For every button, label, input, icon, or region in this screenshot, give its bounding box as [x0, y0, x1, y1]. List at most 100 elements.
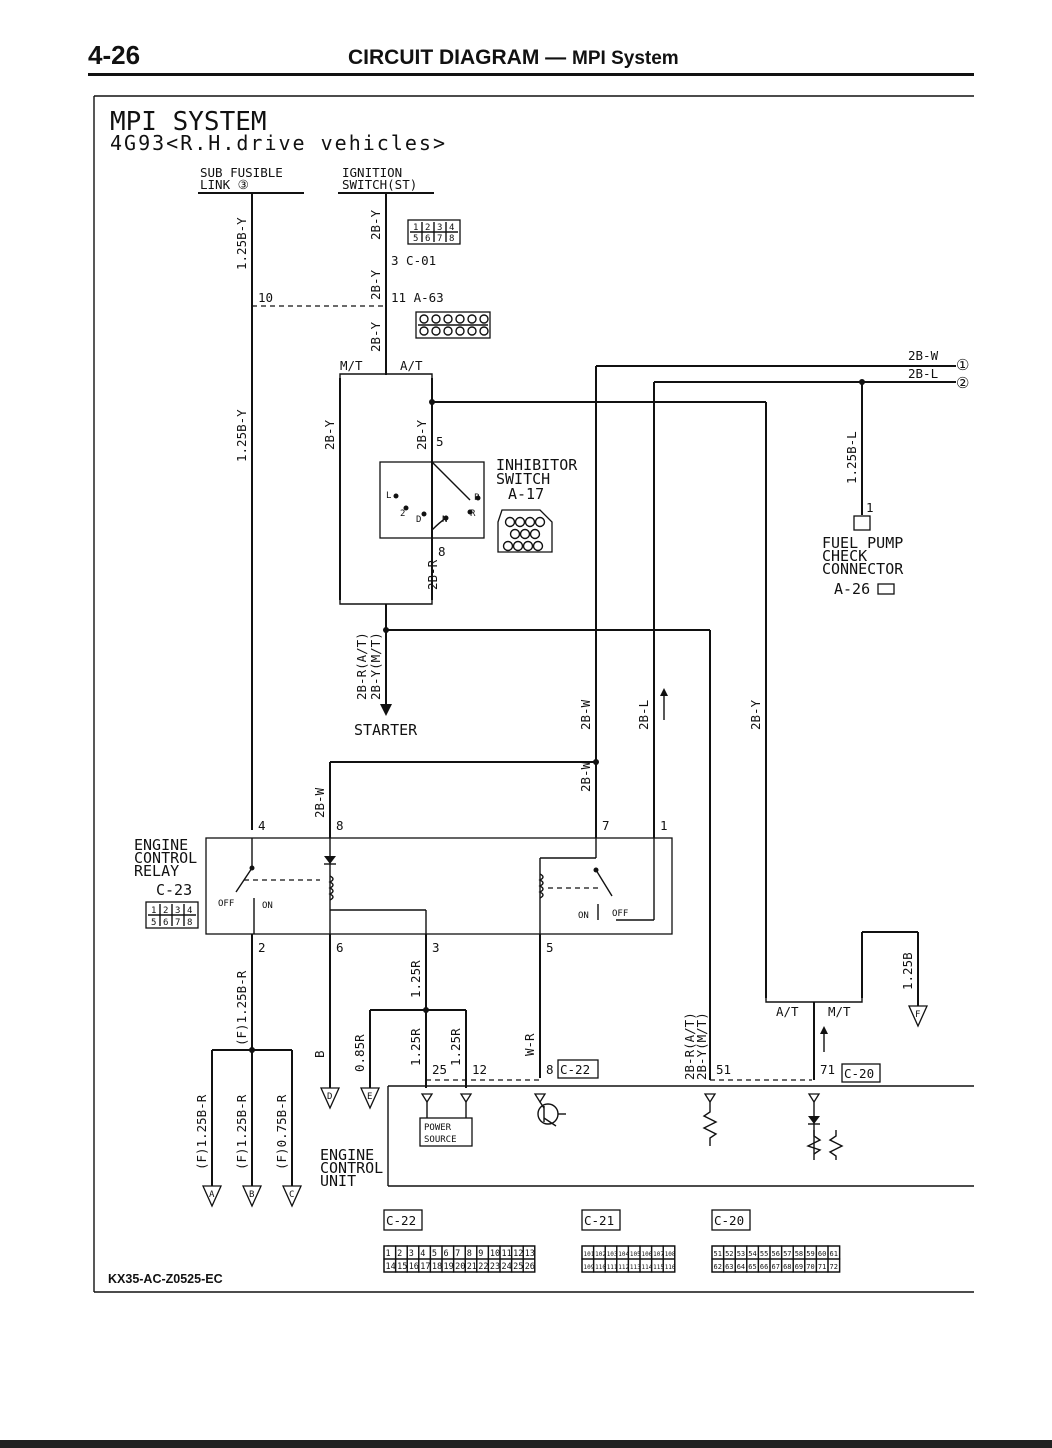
- pin-number: 5: [432, 1249, 437, 1259]
- svg-text:OFF: OFF: [612, 909, 628, 919]
- pin-number: 108: [665, 1251, 676, 1258]
- mt-at-bracket: [339, 373, 433, 378]
- pin-number: 69: [795, 1263, 803, 1271]
- pin-number: 25: [513, 1262, 523, 1272]
- marker-2: ②: [956, 374, 969, 392]
- pin-number: 10: [490, 1249, 500, 1259]
- ecu-label-1: ENGINE: [320, 1146, 374, 1164]
- ecu-pin-12: 12: [472, 1062, 487, 1077]
- svg-text:SOURCE: SOURCE: [424, 1135, 457, 1145]
- pin-number: 19: [444, 1262, 454, 1272]
- ground-d-icon: D: [319, 1087, 341, 1110]
- svg-text:1: 1: [151, 906, 156, 916]
- svg-text:1: 1: [660, 818, 668, 833]
- pin-cell: [662, 1258, 676, 1273]
- wire-label-125by-a: 1.25B-Y: [234, 217, 249, 270]
- fuel-pump-connector-icon: [853, 515, 871, 531]
- heading-subtitle: MPI System: [572, 48, 679, 69]
- pin-number: 7: [455, 1249, 460, 1259]
- ecr-label-2: CONTROL: [134, 849, 197, 867]
- ground-a-icon: A: [201, 1185, 223, 1208]
- wire-label-2br-inh: 2B-R: [425, 559, 440, 590]
- connector-a17-icon: [497, 509, 553, 553]
- wire-label-2by-at: 2B-Y: [414, 419, 429, 450]
- pin-number: 116: [665, 1264, 676, 1271]
- pin-number: 106: [642, 1251, 653, 1258]
- svg-text:6: 6: [425, 234, 430, 244]
- svg-text:6: 6: [163, 918, 168, 928]
- svg-text:F: F: [915, 1010, 920, 1020]
- svg-text:C: C: [289, 1190, 294, 1200]
- pin-number: 8: [467, 1249, 472, 1259]
- svg-text:4: 4: [449, 223, 454, 233]
- wire-label-125r-b: 1.25R: [448, 1028, 463, 1066]
- ecu-conn-c20-tag: C-20: [841, 1063, 881, 1083]
- pin-number: 66: [760, 1263, 768, 1271]
- pin-number: 22: [478, 1262, 488, 1272]
- pin-cell: [522, 1258, 536, 1273]
- svg-text:C-22: C-22: [386, 1213, 416, 1228]
- wire-label-ecu51-2: 2B-Y(M/T): [694, 1012, 709, 1080]
- diagram-code: KX35-AC-Z0525-EC: [108, 1272, 223, 1286]
- pin-number: 65: [748, 1263, 756, 1271]
- pin-number: 20: [455, 1262, 465, 1272]
- ecu-pin-51: 51: [716, 1062, 731, 1077]
- pin-number: 24: [502, 1262, 512, 1272]
- svg-text:P: P: [474, 493, 480, 503]
- connector-c01-icon: 1 2 3 4 5 6 7 8: [407, 219, 461, 245]
- ecu-label-2: CONTROL: [320, 1159, 383, 1177]
- pin-number: 102: [595, 1251, 606, 1258]
- svg-text:2: 2: [400, 509, 405, 519]
- ecu-diode-icon: [808, 1116, 820, 1124]
- wire-label-085r: 0.85R: [352, 1034, 367, 1072]
- pin-number: 110: [595, 1264, 606, 1271]
- pin-number: 11: [502, 1249, 512, 1259]
- wire-label-125r: 1.25R: [408, 960, 423, 998]
- ignition-label-1: IGNITION: [342, 165, 402, 180]
- pin-number: 12: [513, 1249, 523, 1259]
- pin-number: 26: [525, 1262, 535, 1272]
- svg-text:C-21: C-21: [584, 1213, 614, 1228]
- inhibitor-conn: A-17: [508, 485, 544, 503]
- at-label-lower: A/T: [776, 1004, 799, 1019]
- pin-number: 14: [386, 1262, 396, 1272]
- header-rule: [88, 73, 974, 76]
- svg-text:1: 1: [413, 223, 418, 233]
- heading-dash: —: [545, 46, 567, 69]
- ecu-conn-c22-tag: C-22: [557, 1059, 599, 1079]
- wire-label-2by-mt: 2B-Y: [322, 419, 337, 450]
- pin-number: 71: [818, 1263, 826, 1271]
- wire-label-ecu51-1: 2B-R(A/T): [682, 1012, 697, 1080]
- engine-control-relay: 4 8 7 1 OFF ON ON OFF 2 6 3 5: [205, 818, 673, 955]
- wire-label-2bl-top: 2B-L: [908, 366, 938, 381]
- connector-c23-icon: 1 2 3 4 5 6 7 8: [145, 901, 199, 929]
- wire-label-starter-2: 2B-Y(M/T): [368, 632, 383, 700]
- pin-number: 70: [806, 1263, 814, 1271]
- wire-label-125bl: 1.25B-L: [844, 431, 859, 484]
- wire-label-c: (F)0.75B-R: [274, 1094, 289, 1170]
- svg-text:5: 5: [151, 918, 156, 928]
- pin-number: 56: [772, 1250, 780, 1258]
- diagram-frame: [93, 95, 974, 1293]
- pin-number: 57: [783, 1250, 791, 1258]
- pin-number: 111: [607, 1264, 618, 1271]
- pin-number: 105: [630, 1251, 641, 1258]
- fuel-pump-conn-icon: [877, 583, 895, 595]
- at-label: A/T: [400, 358, 423, 373]
- relay-diode-icon: [324, 856, 336, 864]
- conn-c22-label: C-22: [383, 1209, 423, 1231]
- page-number: 4-26: [88, 40, 141, 70]
- relay-coil-icon: [328, 875, 334, 901]
- svg-text:3: 3: [437, 223, 442, 233]
- pin-number: 16: [409, 1262, 419, 1272]
- svg-text:2: 2: [163, 906, 168, 916]
- pin-number: 64: [737, 1263, 745, 1271]
- pin-number: 115: [653, 1264, 664, 1271]
- inhibitor-label-1: INHIBITOR: [496, 456, 578, 474]
- pin-number: 114: [642, 1264, 653, 1271]
- wire-label-f125br: (F)1.25B-R: [234, 970, 249, 1046]
- starter-arrow-icon: [380, 704, 392, 716]
- at-mt-bracket-lower: [765, 998, 863, 1003]
